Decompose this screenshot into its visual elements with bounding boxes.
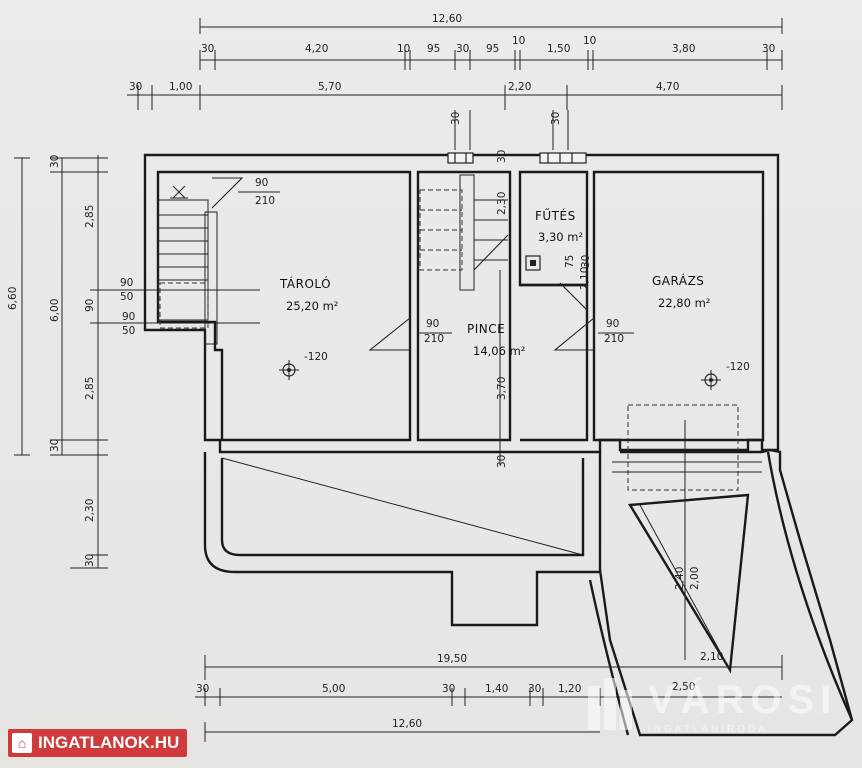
open-d2h: 210 [424,333,444,345]
dim-t2-3: 95 [427,43,440,55]
dim-pin-w: 30 [496,150,508,163]
level-marker-tarolo [279,360,299,380]
room-pince-area: 14,06 m² [473,344,525,358]
lower-area [203,420,854,737]
dim-ramp-c: 2,10 [700,651,723,663]
dim-t3-3: 2,20 [508,81,531,93]
top-windows [447,152,587,164]
corner-symbol [170,185,188,199]
dim-t2-8: 10 [583,35,596,47]
watermark-word: VÁROSI [648,678,838,722]
dim-side-6: 30 [84,554,96,567]
open-d3h: 210 [604,333,624,345]
open-w1: 90 [120,277,133,289]
dim-futes-w: 30 [580,255,592,268]
bottom-dimensions: 19,50 30 5,00 30 1,40 30 1,20 12,60 [195,653,783,742]
dim-t3-1: 1,00 [169,81,192,93]
top-window-markers [454,110,569,150]
dim-ramp-b: 2,00 [689,567,701,590]
dim-stair-top: 2,30 [496,192,508,215]
room-tarolo-name: TÁROLÓ [279,276,331,291]
dim-t2-9: 3,80 [672,43,695,55]
open-d3: 90 [606,318,619,330]
dim-t2-0: 30 [201,43,214,55]
dim-t2-1: 4,20 [305,43,328,55]
dim-t3-2: 5,70 [318,81,341,93]
dim-side-2: 90 [84,299,96,312]
dim-t2-6: 10 [512,35,525,47]
ingatlanok-badge[interactable]: ⌂ INGATLANOK.HU [8,729,188,757]
badge-text: INGATLANOK.HU [38,733,180,752]
watermark: VÁROSI INGATLANIRODA [580,672,840,742]
dim-t2-4: 30 [456,43,469,55]
level-garazs: -120 [726,361,750,373]
door-swings [211,177,595,351]
dim-t3-0: 30 [129,81,142,93]
dim-pince-wall: 30 [496,455,508,468]
room-pince-name: PINCE [467,322,505,336]
room-garazs-name: GARÁZS [652,273,704,288]
dim-side-total: 6,60 [7,287,19,310]
dim-side-inner: 6,00 [49,299,61,322]
dim-wf1: 30 [450,112,462,125]
dim-futes-door2: 75 [564,255,576,268]
open-d1h: 210 [255,195,275,207]
open-d1: 90 [255,177,268,189]
dim-futes-door: 2,10 [579,267,591,290]
dim-b2-3: 1,40 [485,683,508,695]
open-w2: 90 [122,311,135,323]
dim-side-0: 30 [49,155,61,168]
dim-side-4: 30 [49,439,61,452]
futes-boiler-core [530,260,536,266]
dim-b2-2: 30 [442,683,455,695]
top-dimensions: 12,60 30 4,20 10 95 30 95 10 1,50 10 3,8… [127,13,783,110]
pince-stairs [419,174,508,291]
outer-walls [143,153,780,454]
dim-b2-4: 30 [528,683,541,695]
dim-bottom-row3: 12,60 [392,718,422,730]
dim-wf2: 30 [550,112,562,125]
watermark-logo-icon [588,678,632,730]
dim-side-3: 2,85 [84,377,96,400]
dim-t2-7: 1,50 [547,43,570,55]
room-tarolo-area: 25,20 m² [286,299,338,313]
dim-total-top: 12,60 [432,13,462,25]
dim-ramp-d: 2,50 [672,681,695,693]
dim-bottom-total: 19,50 [437,653,467,665]
dim-side-5: 2,30 [84,499,96,522]
open-w2h: 50 [122,325,135,337]
level-marker-garazs [701,370,721,390]
open-w1h: 50 [120,291,133,303]
car-outline [627,404,739,491]
room-garazs-area: 22,80 m² [658,296,710,310]
dim-t2-10: 30 [762,43,775,55]
home-icon: ⌂ [12,733,32,753]
room-futes-area: 3,30 m² [538,230,583,244]
level-tarolo: -120 [304,351,328,363]
dim-side-1: 2,85 [84,205,96,228]
watermark-sub: INGATLANIRODA [648,724,768,735]
side-dimensions: 6,60 6,00 30 2,85 90 2,85 30 2,30 30 [7,155,260,569]
dim-b2-0: 30 [196,683,209,695]
dim-b2-1: 5,00 [322,683,345,695]
open-d2: 90 [426,318,439,330]
dim-t2-2: 10 [397,43,410,55]
dim-b2-5: 1,20 [558,683,581,695]
futes-boiler [525,255,541,271]
left-stairs [157,199,218,345]
dim-pince-depth: 3,70 [496,377,508,400]
room-futes-name: FŰTÉS [535,208,576,223]
dim-t3-4: 4,70 [656,81,679,93]
dim-t2-5: 95 [486,43,499,55]
dim-ramp-a: 2,40 [674,567,686,590]
